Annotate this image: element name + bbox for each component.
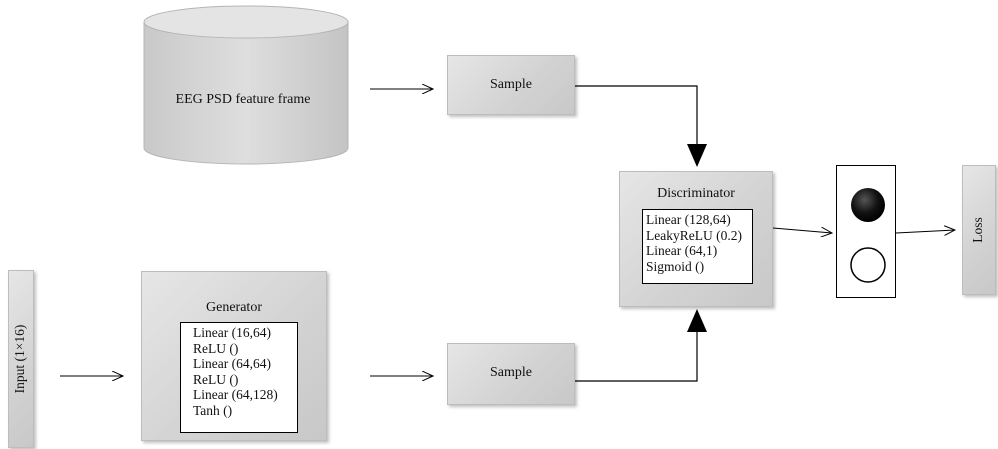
- sample-bottom-label: Sample: [490, 365, 532, 380]
- loss-bar: [962, 165, 996, 295]
- sample-top-box: [447, 55, 575, 115]
- arrow-sample-bottom-to-discriminator: [575, 330, 698, 382]
- filled-circle-icon: [851, 188, 885, 222]
- arrowhead-down: [687, 144, 707, 167]
- generator-layer: Linear (16,64): [193, 325, 271, 340]
- generator-layer: ReLU (): [193, 340, 239, 356]
- sample-top-label: Sample: [490, 77, 532, 92]
- sample-bottom-box: [447, 343, 575, 405]
- generator-layer: Linear (64,128): [193, 387, 278, 402]
- discriminator-title: Discriminator: [657, 186, 735, 201]
- arrow-discriminator-to-output: [772, 228, 832, 233]
- arrow-sample-top-to-discriminator: [575, 85, 698, 146]
- generator-layer-list: Linear (16,64) ReLU () Linear (64,64) Re…: [180, 322, 298, 433]
- arrow-output-to-loss: [895, 230, 955, 233]
- discriminator-layer-list: Linear (128,64) LeakyReLU (0.2) Linear (…: [642, 209, 753, 284]
- generator-layer: Linear (64,64): [193, 356, 271, 371]
- generator-layer: Tanh (): [193, 402, 233, 418]
- discriminator-layer: Sigmoid (): [646, 258, 705, 274]
- arrowhead-up: [687, 309, 707, 332]
- generator-title: Generator: [206, 300, 262, 315]
- empty-circle-icon: [850, 247, 886, 283]
- input-bar: [8, 270, 34, 448]
- discriminator-layer: LeakyReLU (0.2): [646, 227, 742, 243]
- discriminator-layer: Linear (64,1): [646, 243, 718, 258]
- database-label: EEG PSD feature frame: [175, 92, 311, 107]
- generator-layer: ReLU (): [193, 371, 239, 387]
- database-cylinder: [143, 5, 349, 165]
- discriminator-layer: Linear (128,64): [646, 212, 731, 227]
